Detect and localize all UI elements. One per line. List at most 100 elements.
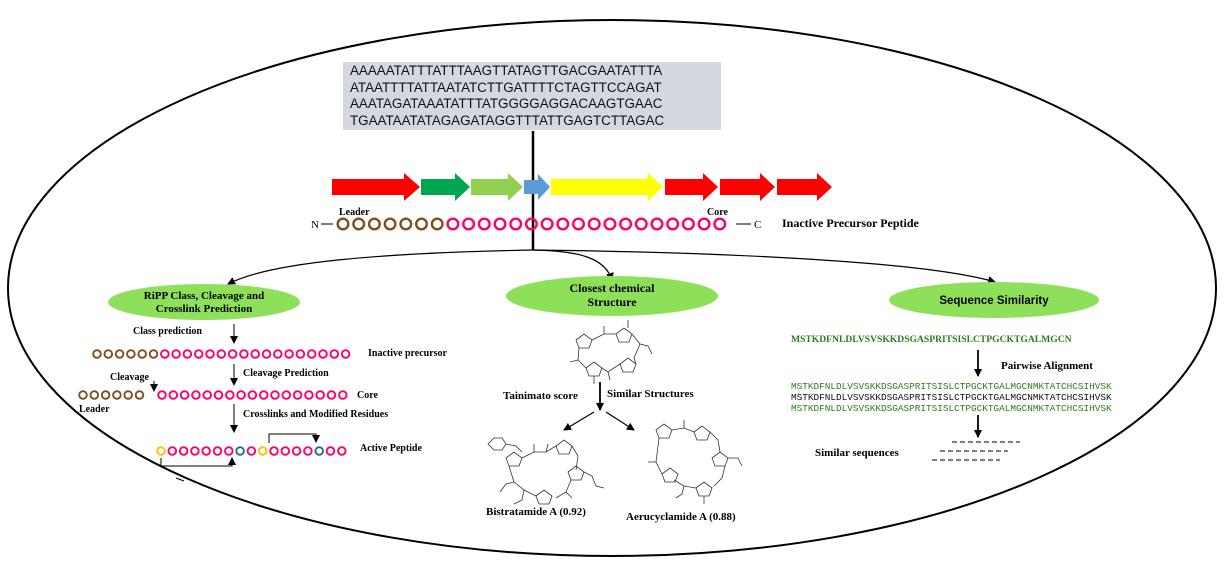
residue-bead bbox=[446, 217, 460, 231]
residue-bead bbox=[524, 217, 538, 231]
inactive-precursor-residues bbox=[92, 349, 351, 359]
crosslink-bracket-1 bbox=[160, 457, 236, 467]
active-peptide-residues bbox=[156, 446, 347, 456]
chemical-header-line1: Closest chemical bbox=[570, 281, 656, 295]
residue-bead bbox=[126, 349, 136, 359]
residue-bead bbox=[103, 349, 114, 359]
branch-arrow-right bbox=[605, 411, 635, 431]
residue-bead bbox=[257, 446, 268, 456]
inactive-precursor-label: Inactive precursor bbox=[368, 348, 448, 359]
residue-bead bbox=[352, 217, 366, 231]
dna-sequence-box: AAAAATATTTATTTAAGTTATAGTTGACGAATATTTA AT… bbox=[343, 62, 721, 130]
precursor-core-label: Core bbox=[707, 207, 728, 218]
residue-bead bbox=[190, 446, 200, 456]
residue-bead bbox=[137, 349, 147, 359]
gene-arrow-red-2 bbox=[665, 173, 718, 201]
residue-bead bbox=[666, 217, 680, 231]
residue-bead bbox=[306, 349, 317, 359]
residue-bead bbox=[112, 390, 122, 400]
precursor-leader-label: Leader bbox=[339, 207, 370, 218]
residue-bead bbox=[303, 446, 313, 456]
residue-bead bbox=[246, 446, 257, 456]
cleavage-label: Cleavage bbox=[110, 372, 149, 383]
residue-bead bbox=[148, 349, 159, 359]
residue-bead bbox=[697, 217, 711, 231]
residue-bead bbox=[509, 217, 523, 231]
residue-bead bbox=[292, 390, 303, 400]
n-terminus-label: N bbox=[311, 219, 319, 231]
residue-bead bbox=[92, 349, 102, 359]
residue-bead bbox=[399, 217, 413, 231]
residue-bead bbox=[100, 390, 111, 400]
ripp-header-line2: Crosslink Prediction bbox=[156, 303, 252, 315]
residue-bead bbox=[225, 390, 235, 400]
residue-bead bbox=[477, 217, 491, 231]
outer-ellipse bbox=[7, 19, 1217, 557]
residue-bead bbox=[556, 217, 570, 231]
aerucyclamide-structure-drawing bbox=[648, 420, 743, 504]
residue-bead bbox=[270, 390, 280, 400]
residue-bead bbox=[383, 217, 397, 231]
compound1-label: Bistratamide A (0.92) bbox=[486, 506, 586, 518]
chemical-header-ellipse bbox=[506, 276, 718, 316]
residue-bead bbox=[340, 349, 351, 359]
residue-bead bbox=[318, 349, 328, 359]
residue-bead bbox=[326, 390, 337, 400]
pairwise-alignment-label: Pairwise Alignment bbox=[1001, 360, 1093, 372]
sequence-section: Sequence Similarity MSTKDFNLDLVSVSKKDSGA… bbox=[791, 282, 1112, 461]
crosslinks-label: Crosslinks and Modified Residues bbox=[243, 409, 388, 420]
residue-bead bbox=[295, 349, 306, 359]
residue-bead bbox=[201, 446, 211, 456]
residue-bead bbox=[284, 349, 294, 359]
gene-arrow-blue bbox=[524, 174, 550, 200]
precursor-residues bbox=[336, 217, 727, 231]
branch-arrow-left bbox=[563, 411, 595, 431]
residue-bead bbox=[603, 217, 617, 231]
residue-bead bbox=[224, 446, 234, 456]
residue-bead bbox=[236, 390, 246, 400]
residue-bead bbox=[258, 390, 269, 400]
dna-line-2: ATAATTTTATTAATATCTTGATTTTCTAGTTCCAGAT bbox=[350, 79, 662, 95]
residue-bead bbox=[261, 349, 272, 359]
residue-bead bbox=[78, 390, 88, 400]
residue-bead bbox=[134, 390, 145, 400]
chemical-header-line2: Structure bbox=[587, 295, 637, 309]
residue-bead bbox=[430, 217, 444, 231]
residue-bead bbox=[415, 217, 429, 231]
residue-bead bbox=[325, 446, 336, 456]
residue-bead bbox=[171, 349, 181, 359]
cleaved-leader-residues bbox=[78, 390, 145, 400]
residue-bead bbox=[650, 217, 664, 231]
core-residues bbox=[157, 390, 348, 400]
ripp-section: RiPP Class, Cleavage and Crosslink Predi… bbox=[78, 284, 448, 482]
residue-bead bbox=[367, 217, 381, 231]
residue-bead bbox=[619, 217, 633, 231]
query-structure-drawing bbox=[569, 320, 653, 384]
residue-bead bbox=[634, 217, 648, 231]
residue-bead bbox=[216, 349, 227, 359]
tanimoto-label: Tainimato score bbox=[503, 390, 578, 402]
residue-bead bbox=[160, 349, 170, 359]
residue-bead bbox=[462, 217, 476, 231]
gene-arrow-dark-green bbox=[421, 173, 470, 201]
c-terminus-label: C bbox=[754, 219, 761, 231]
sequence-header-ellipse bbox=[889, 282, 1099, 318]
compound2-label: Aerucyclamide A (0.88) bbox=[626, 511, 736, 523]
residue-bead bbox=[168, 390, 179, 400]
dna-line-3: AAATAGATAAATATTTATGGGGAGGACAAGTGAAC bbox=[350, 96, 663, 111]
residue-bead bbox=[157, 390, 167, 400]
residue-bead bbox=[191, 390, 201, 400]
residue-bead bbox=[337, 446, 347, 456]
dna-line-1: AAAAATATTTATTTAAGTTATAGTTGACGAATATTTA bbox=[350, 63, 663, 78]
residue-bead bbox=[89, 390, 100, 400]
similar-sequences-label: Similar sequences bbox=[815, 447, 900, 459]
leader-label: Leader bbox=[79, 404, 110, 415]
residue-bead bbox=[227, 349, 238, 359]
residue-bead bbox=[336, 217, 350, 231]
tick-mark bbox=[175, 477, 185, 482]
ripp-header-line1: RiPP Class, Cleavage and bbox=[144, 290, 264, 302]
residue-bead bbox=[114, 349, 125, 359]
residue-bead bbox=[202, 390, 212, 400]
